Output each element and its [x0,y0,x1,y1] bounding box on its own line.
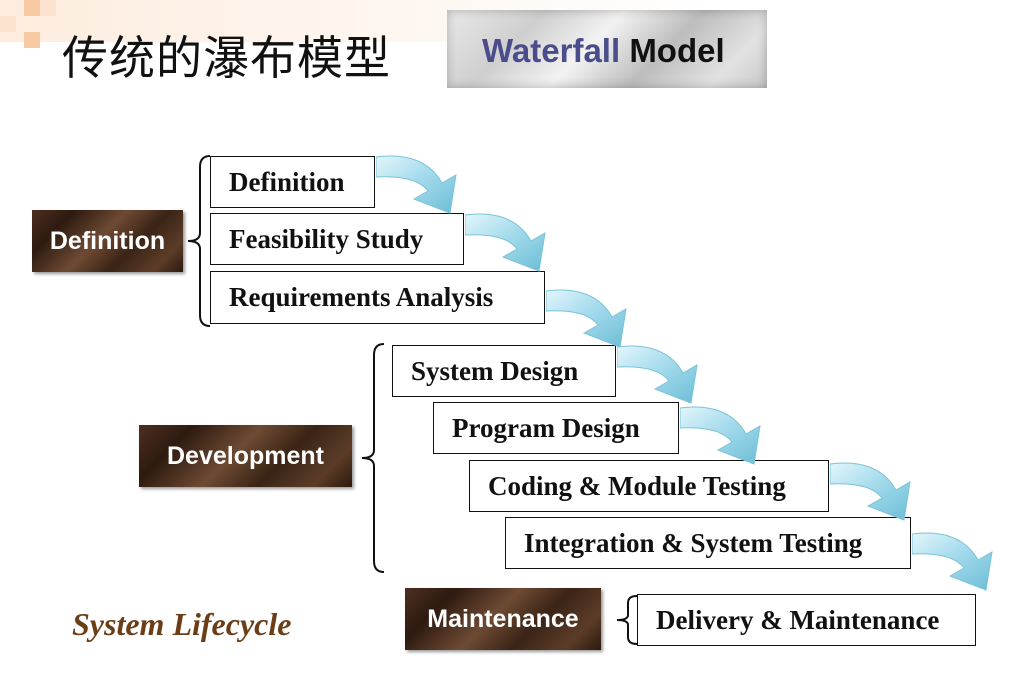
step-requirements-analysis: Requirements Analysis [210,271,545,324]
brace-development [361,343,385,573]
footer-caption: System Lifecycle [72,606,292,642]
flow-arrow-icon [680,406,761,465]
step-integration-system-testing: Integration & System Testing [505,517,911,569]
corner-decoration [40,0,56,16]
corner-decoration [24,32,40,48]
step-feasibility-study: Feasibility Study [210,213,464,265]
title-banner [447,10,767,88]
stage-maintenance: Maintenance [405,588,601,650]
flow-arrow-icon [546,289,627,348]
flow-arrow-icon [376,155,457,214]
flow-arrow-icon [465,213,546,272]
step-program-design: Program Design [433,402,679,454]
corner-decoration [24,0,40,16]
stage-development: Development [139,425,352,487]
flow-arrow-icon [617,345,698,404]
flow-arrow-icon [830,462,911,521]
step-delivery-maintenance: Delivery & Maintenance [637,594,976,646]
step-system-design: System Design [392,345,616,397]
title-word-model: Model [629,32,725,69]
title-word-waterfall: Waterfall [482,32,621,69]
step-definition: Definition [210,156,375,208]
page-title-chinese: 传统的瀑布模型 [62,31,391,85]
page-title-english: Waterfall Model [482,32,725,70]
brace-definition [187,155,211,327]
flow-arrow-icon [912,532,993,591]
brace-maintenance [616,595,638,645]
step-coding-module-testing: Coding & Module Testing [469,460,829,512]
corner-decoration [0,16,16,32]
stage-definition: Definition [32,210,183,272]
